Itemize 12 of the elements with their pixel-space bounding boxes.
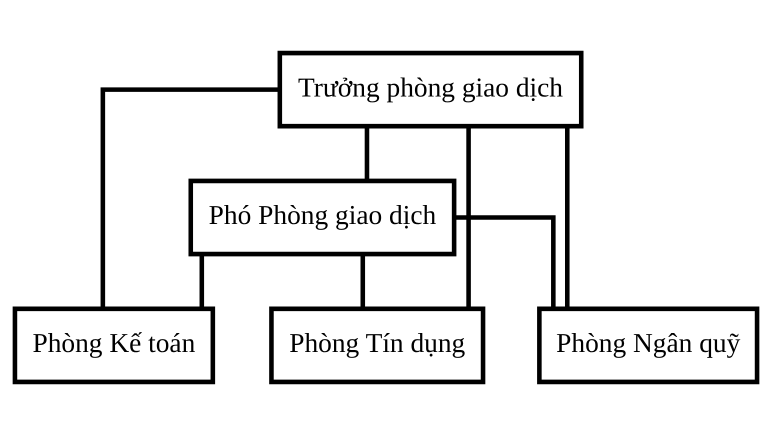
connector — [364, 126, 370, 180]
connector — [200, 254, 204, 308]
node-box: Phòng Ngân quỹ — [537, 306, 760, 384]
connector — [454, 214, 556, 308]
node-box: Phó Phòng giao dịch — [188, 178, 456, 256]
connector — [565, 126, 570, 308]
node-box: Phòng Kế toán — [12, 306, 216, 384]
node-box: Phòng Tín dụng — [269, 306, 486, 384]
node-box: Trưởng phòng giao dịch — [278, 50, 584, 128]
connector — [100, 86, 280, 308]
connector — [466, 126, 471, 308]
connector — [360, 254, 366, 308]
